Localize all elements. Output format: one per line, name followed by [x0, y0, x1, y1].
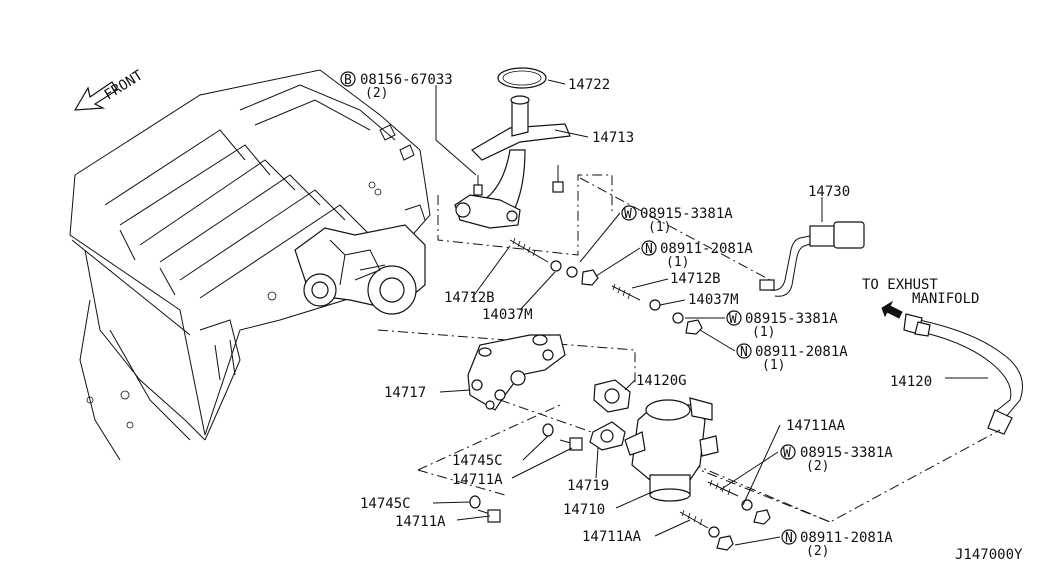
badge-w2: W: [726, 310, 742, 327]
exhaust-direction-arrow: [881, 300, 903, 319]
exhaust-label-line1: TO EXHUST: [862, 277, 938, 293]
svg-text:N: N: [645, 242, 653, 257]
drawing-id: J147000Y: [955, 547, 1023, 563]
callout-14037m-left: 14037M: [482, 307, 533, 323]
callout-14745c-lower: 14745C: [360, 496, 411, 512]
lower-frame-b: [417, 404, 561, 471]
air-pipe-14713: [454, 95, 571, 229]
valve-14710: [624, 397, 719, 502]
intake-manifold: [69, 69, 431, 461]
callout-nut-n3-qty: (2): [806, 544, 829, 559]
callout-14711aa-bottom: 14711AA: [582, 529, 642, 545]
callout-14719: 14719: [567, 478, 609, 494]
callout-14711aa-top: 14711AA: [786, 418, 846, 434]
callout-14120g: 14120G: [636, 373, 687, 389]
bracket-14717: [467, 334, 566, 411]
callout-bolt-b-qty: (2): [365, 86, 388, 101]
upper-frame: [437, 174, 613, 256]
svg-text:N: N: [740, 345, 748, 360]
callout-washer-w3-qty: (2): [806, 459, 829, 474]
bolt-14711a-lower: [469, 495, 501, 523]
svg-text:W: W: [783, 446, 791, 461]
sensor-14730: [759, 221, 865, 297]
badge-w3: W: [780, 444, 796, 461]
callout-washer-w2-qty: (1): [752, 325, 775, 340]
svg-text:W: W: [729, 312, 737, 327]
badge-b: B: [340, 71, 356, 88]
badge-w1: W: [621, 205, 637, 222]
callout-washer-w1-qty: (1): [648, 220, 671, 235]
callout-14711a-upper: 14711A: [452, 472, 503, 488]
svg-text:B: B: [344, 73, 352, 88]
sensor-guide: [579, 177, 771, 281]
callout-nut-n1-qty: (1): [666, 255, 689, 270]
front-arrow: FRONT: [73, 67, 147, 111]
callout-14037m-right: 14037M: [688, 292, 739, 308]
stud-14711aa-lower: [679, 509, 734, 551]
badge-n2: N: [736, 343, 752, 360]
throttle-body: [294, 224, 426, 315]
callout-14713: 14713: [592, 130, 634, 146]
lower-frame-c: [417, 469, 506, 496]
badge-n3: N: [781, 529, 797, 546]
stud-14712b-right: [611, 283, 703, 335]
exhaust-label-line2: MANIFOLD: [912, 291, 979, 307]
callout-nut-n2-qty: (1): [762, 358, 785, 373]
svg-text:W: W: [624, 207, 632, 222]
callout-14717: 14717: [384, 385, 426, 401]
callout-14710: 14710: [563, 502, 605, 518]
callout-washer-w1: 08915-3381A: [640, 206, 733, 222]
svg-text:N: N: [785, 531, 793, 546]
callout-14712b-right: 14712B: [670, 271, 721, 287]
stud-14712b-left: [509, 237, 599, 286]
callout-14711a-lower: 14711A: [395, 514, 446, 530]
gasket-14719: [589, 421, 626, 451]
callout-14745c-upper: 14745C: [452, 453, 503, 469]
leader-lines: [432, 79, 988, 546]
ring-14722: [497, 67, 547, 89]
callout-washer-w3: 08915-3381A: [800, 445, 893, 461]
callout-14730: 14730: [808, 184, 850, 200]
stud-14711aa-upper: [707, 479, 771, 525]
exhaust-pipe-14120: [903, 313, 1023, 435]
bolt-14711a-upper: [542, 423, 583, 451]
gasket-14120g: [593, 379, 631, 413]
callout-14120: 14120: [890, 374, 932, 390]
lower-frame-a: [377, 329, 636, 385]
callout-14722: 14722: [568, 77, 610, 93]
callout-nut-n3: 08911-2081A: [800, 530, 893, 546]
callout-nut-n2: 08911-2081A: [755, 344, 848, 360]
callout-nut-n1: 08911-2081A: [660, 241, 753, 257]
callout-washer-w2: 08915-3381A: [745, 311, 838, 327]
callout-bolt-b: 08156-67033: [360, 72, 453, 88]
callout-labels: 08156-67033 (2) 14722 14713 14730 08915-…: [360, 72, 932, 559]
front-label: FRONT: [102, 67, 147, 103]
callout-14712b-left: 14712B: [444, 290, 495, 306]
badge-n1: N: [641, 240, 657, 257]
